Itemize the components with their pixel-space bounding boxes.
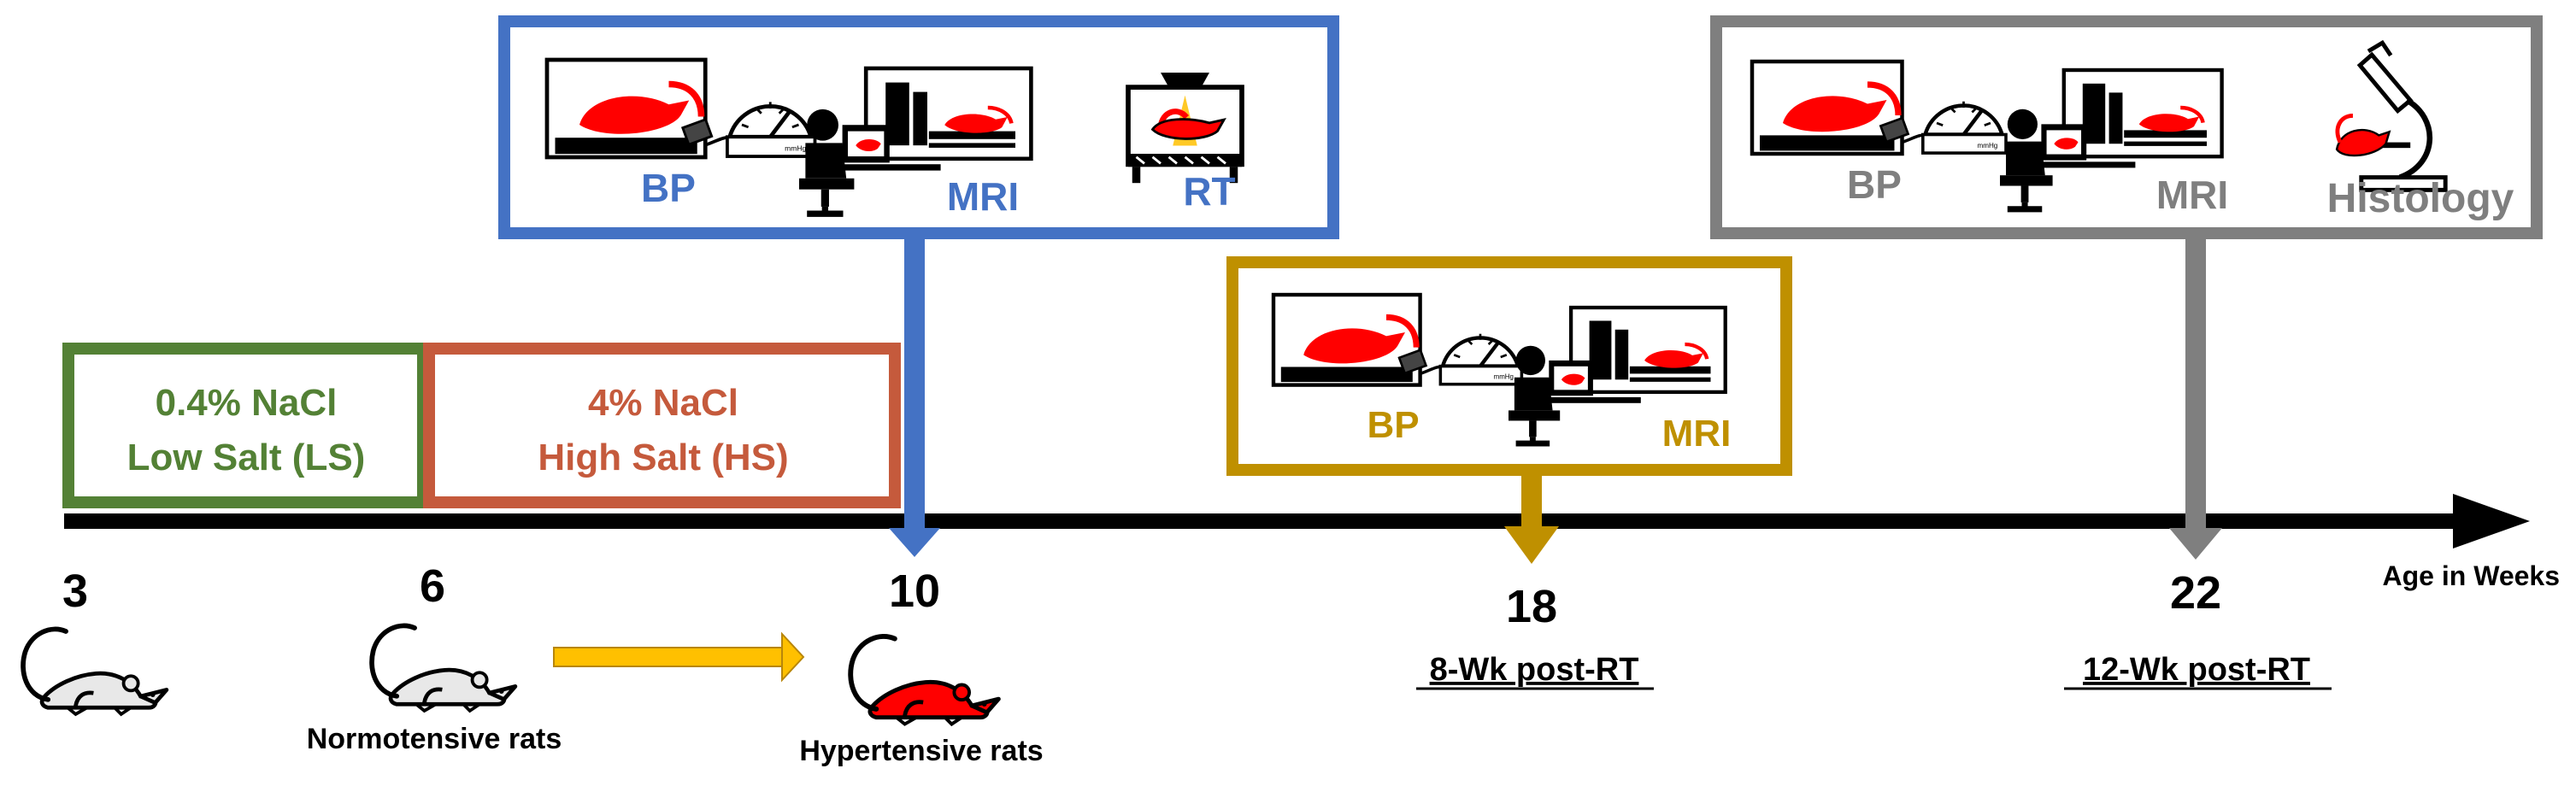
week18-mri-label: MRI [1662, 413, 1732, 455]
red-rat-icon [850, 636, 998, 724]
week-3-label: 3 [62, 566, 88, 617]
progression-arrow [553, 631, 805, 683]
week18-caption: 8-Wk post-RT [1430, 652, 1639, 688]
axis-label: Age in Weeks [2383, 560, 2560, 591]
stage-box-week18: BP MRI [1226, 256, 1792, 476]
week22-connector [2169, 239, 2222, 560]
week22-caption: 12-Wk post-RT [2083, 652, 2310, 688]
week-22-label: 22 [2170, 567, 2221, 619]
week22-mri-label: MRI [2156, 173, 2228, 217]
hypertensive-caption: Hypertensive rats [799, 735, 1043, 767]
high-salt-line2: High Salt (HS) [538, 437, 788, 478]
irradiator-icon [1128, 73, 1242, 183]
timeline-arrowhead [2453, 494, 2530, 548]
high-salt-phase: 4% NaCl High Salt (HS) [423, 343, 901, 508]
stage-box-week10: BP MRI RT [498, 15, 1339, 239]
week-10-label: 10 [889, 566, 940, 617]
low-salt-line2: Low Salt (LS) [127, 437, 366, 478]
week10-connector [889, 239, 940, 557]
normotensive-caption: Normotensive rats [307, 723, 562, 755]
week10-rt-label: RT [1183, 169, 1235, 214]
rat-icon [372, 625, 515, 710]
week18-connector [1504, 476, 1559, 564]
week18-bp-label: BP [1367, 404, 1419, 446]
week-18-label: 18 [1506, 581, 1557, 632]
week22-bp-label: BP [1847, 162, 1902, 207]
week10-bp-label: BP [641, 166, 696, 210]
low-salt-phase: 0.4% NaCl Low Salt (LS) [62, 343, 429, 508]
low-salt-line1: 0.4% NaCl [156, 382, 338, 424]
high-salt-line1: 4% NaCl [588, 382, 738, 424]
week22-histology-label: Histology [2327, 176, 2514, 221]
rat-icon [23, 629, 167, 713]
week-6-label: 6 [420, 560, 445, 612]
stage-box-week22: BP MRI Histology [1710, 15, 2543, 239]
week10-mri-label: MRI [947, 174, 1019, 219]
